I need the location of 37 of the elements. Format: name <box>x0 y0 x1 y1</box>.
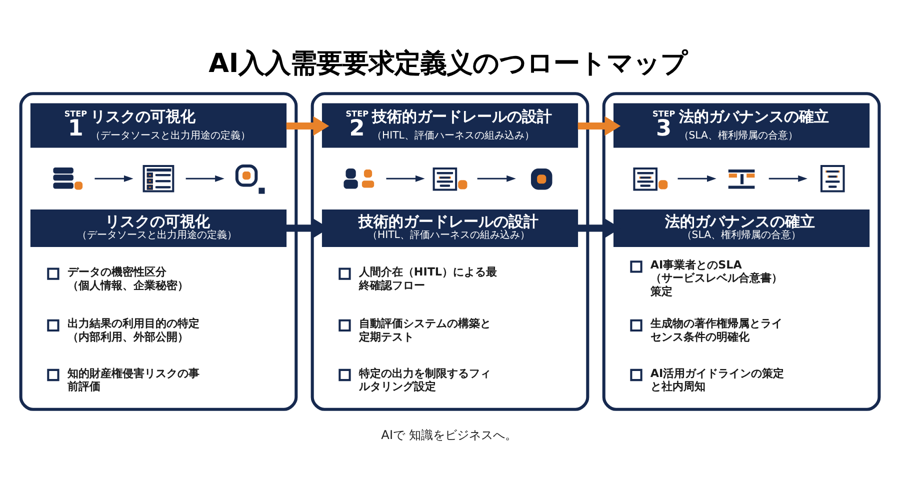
node-box <box>47 368 60 382</box>
arrow <box>386 175 425 182</box>
diagram-title: AI入入需要要求定義义のつロートマップ <box>208 49 688 80</box>
node-label: データの機密性区分（個人情報、企業秘密） <box>67 266 188 292</box>
node-label: AI事業者とのSLA（サービスレベル合意書）策定 <box>650 258 782 298</box>
node-label: 出力結果の利用目的の特定（内部利用、外部公開） <box>67 317 200 344</box>
node-label: 自動評価システムの構築と定期テスト <box>358 317 491 344</box>
node-box <box>338 319 351 332</box>
node-label: 特定の出力を制限するフィルタリング設定 <box>358 366 491 393</box>
cluster <box>19 92 298 411</box>
node-box <box>630 260 642 273</box>
arrow <box>286 116 330 136</box>
arrow <box>186 175 224 182</box>
node-picture <box>142 164 174 192</box>
node-box <box>630 368 642 382</box>
cluster <box>602 92 881 411</box>
node-box: 技術的ガードレールの設計 （HITL、評価ハーネスの組み込み） <box>322 210 578 247</box>
arrow <box>477 175 516 182</box>
node-picture <box>820 164 845 192</box>
node-box <box>630 319 642 332</box>
arrow <box>578 116 621 136</box>
node-label: AI活用ガイドラインの策定と社内周知 <box>650 366 784 393</box>
label: AIで 知識をビジネスへ。 <box>381 428 517 442</box>
arrow <box>678 175 716 182</box>
arrow <box>768 175 808 182</box>
node-label: 生成物の著作権帰属とライセンス条件の明確化 <box>650 317 782 344</box>
cluster <box>310 92 590 411</box>
node-picture <box>530 168 552 190</box>
node-box: リスクの可視化 （データソースと出力用途の定義） <box>30 210 287 247</box>
arrow <box>94 175 134 182</box>
node-label: 知的財産権侵害リスクの事前評価 <box>67 366 200 393</box>
node-box <box>47 268 60 280</box>
node-box <box>338 368 351 382</box>
node-label: 人間介在（HITL）による最終確認フロー <box>358 266 498 292</box>
node-box <box>47 319 60 332</box>
node-box: 法的ガバナンスの確立 （SLA、権利帰属の合意） <box>613 210 870 247</box>
node-box <box>338 268 351 280</box>
